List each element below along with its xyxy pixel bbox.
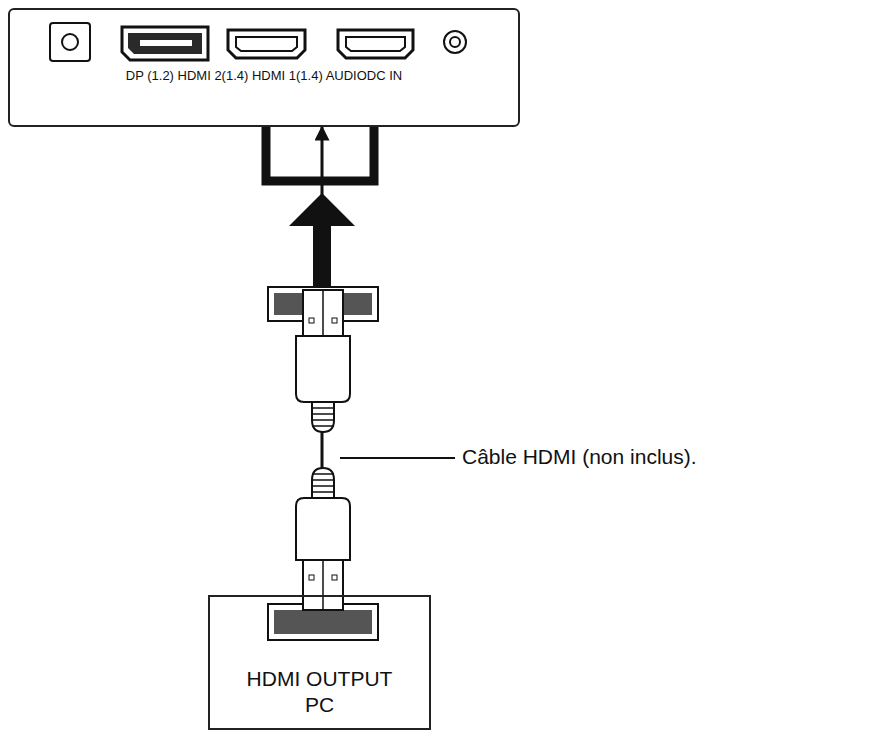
device-label: HDMI OUTPUT [218, 666, 421, 692]
cable-label: Câble HDMI (non inclus). [460, 445, 699, 469]
strain-relief [312, 468, 334, 498]
hdmi-plug-body [296, 336, 350, 402]
dp-port [122, 27, 208, 60]
port-labels: DP (1.2) HDMI 2(1.4) HDMI 1(1.4) AUDIODC… [20, 68, 508, 84]
audio-jack-hole [450, 37, 460, 47]
hdmi2-port-inner [236, 37, 297, 51]
port-bracket [266, 127, 374, 181]
dp-port-inner [128, 33, 202, 54]
hdmi-plug-body [296, 498, 350, 560]
dc-jack-pin [62, 34, 78, 50]
hdmi-plug-tip [303, 560, 343, 610]
monitor-panel: DP (1.2) HDMI 2(1.4) HDMI 1(1.4) AUDIODC… [8, 8, 520, 127]
audio-jack [444, 31, 466, 53]
pc-box: HDMI OUTPUTPC [208, 595, 431, 730]
hdmi-receptacle-inner [274, 610, 372, 634]
hdmi1-port [338, 30, 413, 58]
strain-relief [312, 402, 334, 432]
hdmi-plug-tip [303, 290, 343, 336]
dp-port-contacts [140, 40, 192, 46]
device-label: PC [218, 692, 421, 718]
dc-jack [50, 23, 90, 61]
leader-line [340, 457, 455, 459]
hdmi1-port-inner [346, 37, 405, 51]
hdmi2-port [228, 30, 305, 58]
insert-arrow [289, 193, 355, 290]
